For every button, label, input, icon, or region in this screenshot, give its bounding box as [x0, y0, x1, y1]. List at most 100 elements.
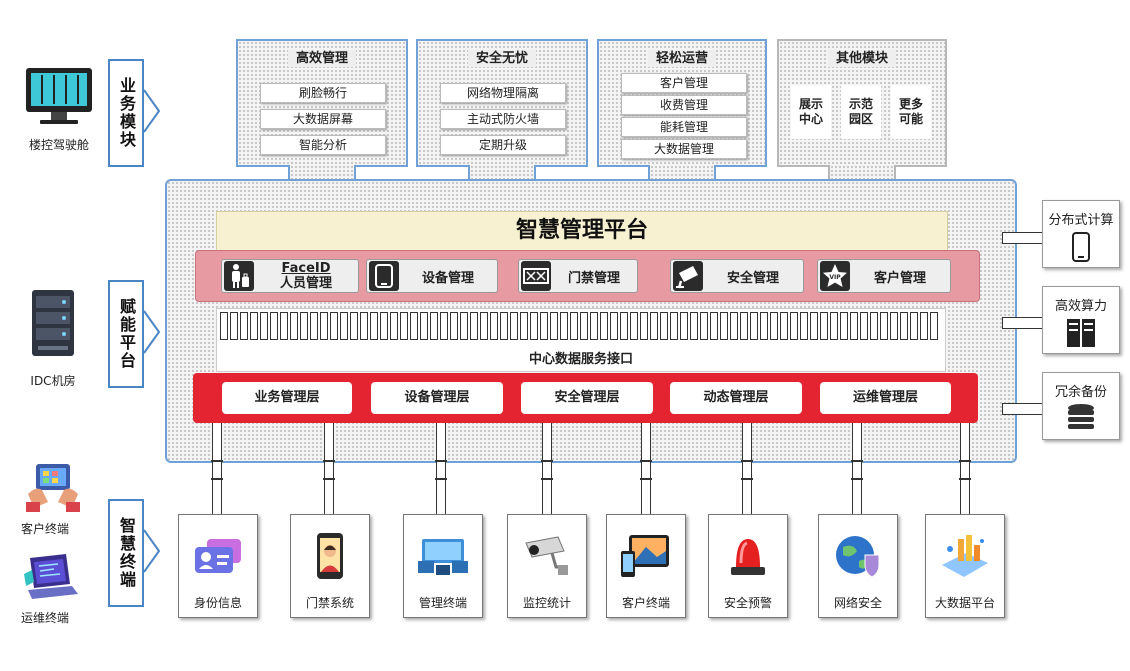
interface-tick [740, 312, 748, 340]
server-icon [28, 288, 78, 360]
interface-tick [870, 312, 878, 340]
interface-tick [460, 312, 468, 340]
pipe-joint [851, 478, 863, 480]
terminal-security-alert[interactable]: 安全预警 [708, 514, 788, 618]
phone-icon [1072, 232, 1090, 262]
module-item-display-center: 展示 中心 [791, 85, 831, 139]
feature-label: 门禁管理 [567, 270, 620, 286]
terminal-customer[interactable]: 客户终端 [606, 514, 686, 618]
interface-tick [910, 312, 918, 340]
globe-shield-icon [836, 536, 880, 578]
pipe-joint [959, 460, 971, 462]
interface-tick [800, 312, 808, 340]
interface-tick [340, 312, 348, 340]
interface-tick [790, 312, 798, 340]
interface-tick [630, 312, 638, 340]
customer-management-button[interactable]: VIP 客户管理 [817, 259, 951, 293]
cctv-icon [525, 536, 568, 575]
device-management-button[interactable]: 设备管理 [366, 259, 498, 293]
interface-tick [780, 312, 788, 340]
interface-tick [550, 312, 558, 340]
interface-tick [600, 312, 608, 340]
interface-tick [660, 312, 668, 340]
feature-label: 客户管理 [873, 270, 926, 286]
module-item: 客户管理 [621, 73, 747, 93]
terminal-label: 门禁系统 [305, 596, 354, 610]
smart-terminal-label: 智慧终端 [108, 499, 144, 607]
interface-tick [720, 312, 728, 340]
interface-tick [290, 312, 298, 340]
access-control-button[interactable]: 门禁管理 [518, 259, 638, 293]
module-connector [468, 165, 536, 183]
module-item: 主动式防火墙 [440, 109, 566, 129]
module-item: 收费管理 [621, 95, 747, 115]
terminal-network-security[interactable]: 网络安全 [818, 514, 898, 618]
interface-tick [880, 312, 888, 340]
layer-operations[interactable]: 运维管理层 [820, 382, 951, 414]
interface-ticks [220, 312, 938, 340]
interface-tick [310, 312, 318, 340]
vip-star-icon: VIP [820, 261, 850, 291]
interface-tick [860, 312, 868, 340]
module-title: 轻松运营 [647, 50, 716, 67]
pipe-joint [323, 478, 335, 480]
module-item: 刷脸畅行 [260, 83, 386, 103]
interface-label: 中心数据服务接口 [528, 352, 633, 367]
terminal-label: 大数据平台 [934, 596, 995, 610]
pipe-joint [959, 478, 971, 480]
interface-tick [270, 312, 278, 340]
interface-tick [530, 312, 538, 340]
right-box-label: 分布式计算 [1048, 213, 1114, 228]
interface-tick [930, 312, 938, 340]
module-item-more: 更多 可能 [891, 85, 931, 139]
person-luggage-icon [224, 261, 254, 291]
pipe-joint [640, 460, 652, 462]
pipe-connector [542, 423, 552, 527]
terminal-management[interactable]: 管理终端 [403, 514, 483, 618]
terminal-big-data-platform[interactable]: 大数据平台 [925, 514, 1005, 618]
terminal-label: 网络安全 [833, 596, 882, 610]
terminal-id-info[interactable]: 身份信息 [178, 514, 258, 618]
feature-label: 设备管理 [421, 270, 474, 286]
faceid-personnel-button[interactable]: FaceID 人员管理 [221, 259, 359, 293]
interface-tick [570, 312, 578, 340]
layer-dynamic[interactable]: 动态管理层 [670, 382, 802, 414]
monitor-icon [24, 66, 94, 126]
security-management-button[interactable]: 安全管理 [670, 259, 804, 293]
terminal-label: 管理终端 [418, 596, 467, 610]
interface-tick [840, 312, 848, 340]
smart-terminal-arrow-icon [143, 529, 161, 573]
interface-tick [420, 312, 428, 340]
interface-tick [590, 312, 598, 340]
module-title: 其他模块 [827, 50, 896, 67]
interface-tick [770, 312, 778, 340]
module-other: 其他模块 展示 中心 示范 园区 更多 可能 [777, 39, 947, 167]
interface-tick [230, 312, 238, 340]
layer-security[interactable]: 安全管理层 [521, 382, 653, 414]
interface-tick [350, 312, 358, 340]
customer-terminal-icon [26, 460, 80, 512]
layer-business[interactable]: 业务管理层 [222, 382, 352, 414]
pipe-connector [960, 423, 970, 527]
interface-tick [370, 312, 378, 340]
pipe-connector [742, 423, 752, 527]
layer-device[interactable]: 设备管理层 [371, 382, 503, 414]
terminal-label: 安全预警 [723, 596, 772, 610]
ops-terminal-icon [22, 552, 80, 602]
pipe-joint [741, 460, 753, 462]
interface-tick [240, 312, 248, 340]
terminal-access-system[interactable]: 门禁系统 [290, 514, 370, 618]
pipe-connector [436, 423, 446, 527]
platform-title: 智慧管理平台 [216, 211, 948, 251]
interface-tick [670, 312, 678, 340]
enablement-platform-arrow-icon [143, 310, 161, 354]
ops-terminal-label: 运维终端 [20, 611, 69, 625]
interface-tick [390, 312, 398, 340]
pipe-joint [851, 460, 863, 462]
pipe-connector [641, 423, 651, 527]
interface-tick [730, 312, 738, 340]
terminal-monitoring-stats[interactable]: 监控统计 [507, 514, 587, 618]
pipe-joint [211, 478, 223, 480]
interface-tick [250, 312, 258, 340]
module-item: 能耗管理 [621, 117, 747, 137]
